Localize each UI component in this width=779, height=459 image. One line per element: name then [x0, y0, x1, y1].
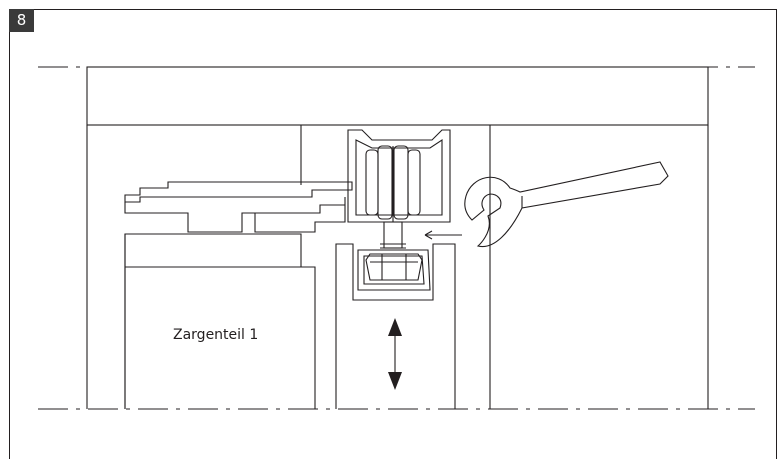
- carriage-inner: [355, 138, 443, 216]
- arrowhead-up-icon: [388, 318, 402, 336]
- figure-number-badge: 8: [9, 9, 34, 32]
- stepped-profile: [124, 181, 353, 203]
- roller-inner-left: [377, 145, 393, 220]
- profile-lower-layer: [124, 197, 346, 233]
- adjustment-nut: [365, 253, 423, 281]
- profile-inner-step: [255, 204, 345, 214]
- sliding-leaf: [335, 243, 456, 409]
- top-frame-beam: [86, 66, 709, 126]
- frame-part-body: [124, 233, 316, 409]
- roller-inner-right: [393, 145, 409, 220]
- carriage-housing: [347, 129, 451, 223]
- roller-outer-left: [365, 149, 379, 216]
- bracket-inner: [363, 255, 425, 285]
- wrench-icon: [464, 161, 669, 248]
- arrowhead-down-icon: [388, 372, 402, 390]
- push-arrowhead: [424, 230, 433, 240]
- mounting-bracket: [357, 249, 431, 291]
- figure-frame: [9, 9, 777, 459]
- roller-outer-right: [407, 149, 421, 216]
- part-label: Zargenteil 1: [173, 327, 259, 343]
